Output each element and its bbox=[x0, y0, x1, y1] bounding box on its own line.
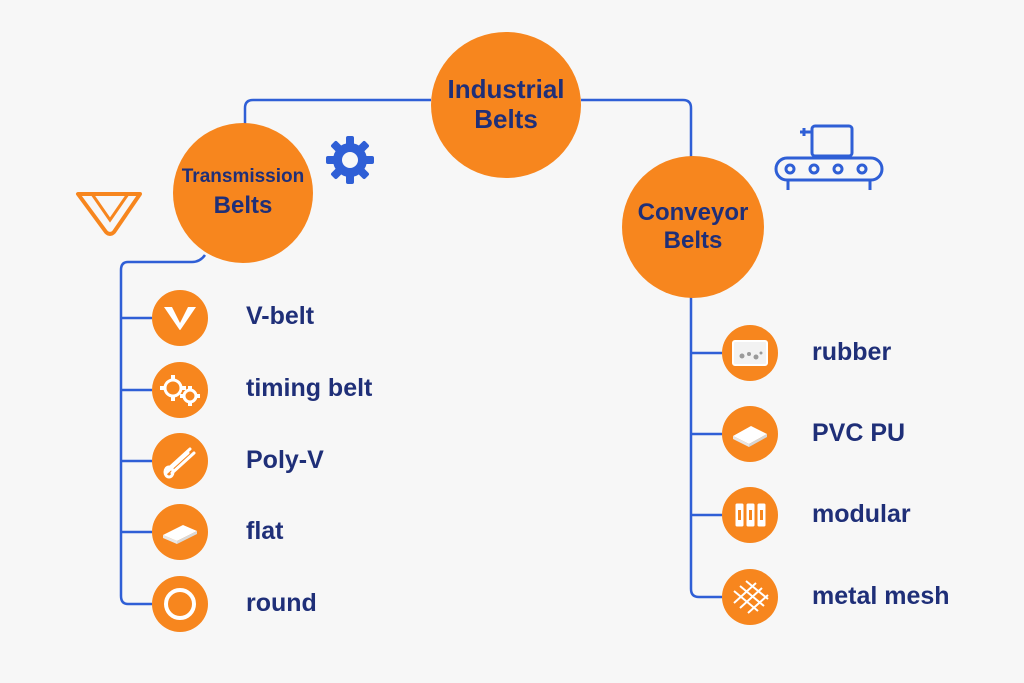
item-label-v-belt: V-belt bbox=[246, 302, 315, 330]
transmission-node: Transmission Belts bbox=[173, 123, 313, 263]
item-label-poly-v: Poly-V bbox=[246, 446, 324, 474]
root-title-line1: Industrial bbox=[447, 74, 565, 105]
root-node: Industrial Belts bbox=[431, 32, 581, 178]
pvc-sheet-icon bbox=[722, 406, 778, 462]
rubber-belt-icon bbox=[722, 325, 778, 381]
root-title-line2: Belts bbox=[474, 104, 538, 134]
transmission-title-line2: Belts bbox=[213, 192, 273, 220]
modular-belt-icon bbox=[722, 487, 778, 543]
v-belt-icon bbox=[152, 290, 208, 346]
conveyor-icon bbox=[774, 124, 884, 190]
flat-belt-icon bbox=[152, 504, 208, 560]
gear-icon bbox=[326, 136, 374, 184]
poly-v-icon bbox=[152, 433, 208, 489]
item-label-flat: flat bbox=[246, 517, 284, 545]
ring-icon bbox=[152, 576, 208, 632]
conveyor-title-line1: Conveyor bbox=[637, 199, 749, 227]
item-label-timing-belt: timing belt bbox=[246, 374, 373, 402]
v-belt-cross-section-icon bbox=[76, 192, 142, 236]
item-label-modular: modular bbox=[812, 500, 911, 528]
item-label-rubber: rubber bbox=[812, 338, 892, 366]
conveyor-node: Conveyor Belts bbox=[622, 156, 764, 298]
gears-icon bbox=[152, 362, 208, 418]
conveyor-title-line2: Belts bbox=[663, 227, 723, 254]
item-label-pvc-pu: PVC PU bbox=[812, 419, 906, 447]
metal-mesh-icon bbox=[722, 569, 778, 625]
transmission-title-line1: Transmission bbox=[181, 166, 305, 188]
item-label-round: round bbox=[246, 589, 317, 617]
item-label-metal-mesh: metal mesh bbox=[812, 582, 950, 610]
